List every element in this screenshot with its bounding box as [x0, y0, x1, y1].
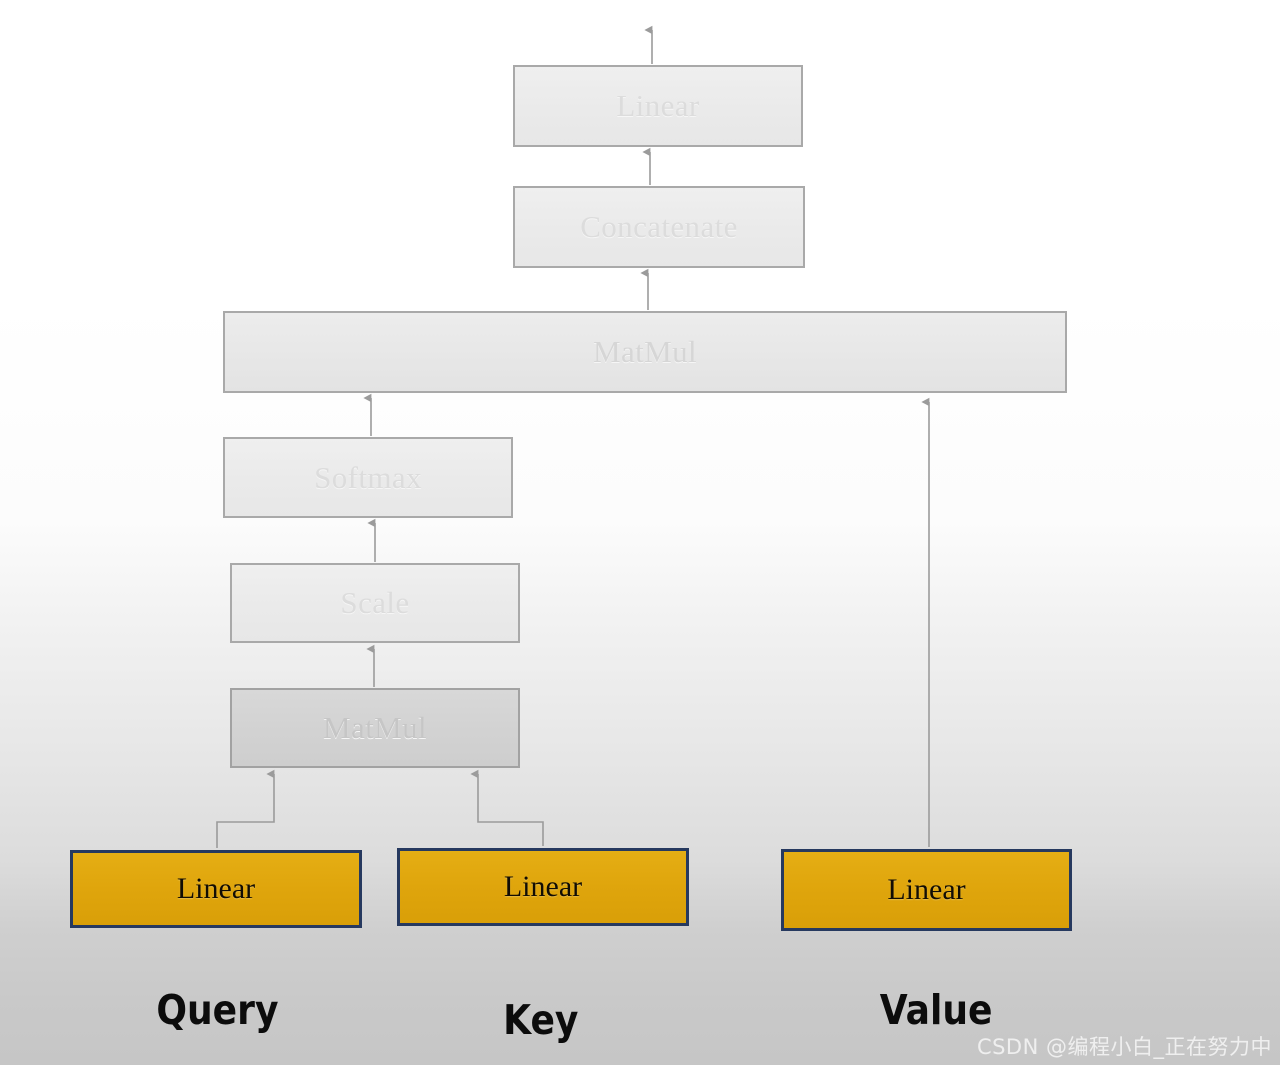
node-label: Scale: [340, 585, 410, 620]
caption-key: Key: [503, 996, 579, 1044]
node-label: Concatenate: [580, 209, 738, 244]
node-label: Softmax: [314, 459, 422, 495]
caption-query: Query: [156, 986, 279, 1034]
arrow-query-to-matmul: [216, 769, 275, 848]
node-matmul-bottom[interactable]: MatMul: [230, 688, 520, 768]
node-label: Linear: [887, 873, 966, 906]
node-label: Linear: [176, 872, 256, 905]
node-scale[interactable]: Scale: [230, 563, 520, 643]
caption-value: Value: [879, 986, 993, 1034]
node-linear-value[interactable]: Linear: [781, 849, 1072, 931]
node-label: MatMul: [322, 710, 427, 745]
csdn-watermark: CSDN @编程小白_正在努力中: [976, 1035, 1272, 1059]
node-linear-key[interactable]: Linear: [397, 848, 689, 926]
node-linear-query[interactable]: Linear: [70, 850, 362, 928]
node-softmax[interactable]: Softmax: [223, 437, 513, 518]
node-concatenate[interactable]: Concatenate: [513, 186, 805, 268]
node-matmul-top[interactable]: MatMul: [223, 311, 1067, 393]
node-linear-output[interactable]: Linear: [513, 65, 803, 147]
node-label: MatMul: [592, 334, 697, 369]
arrow-key-to-matmul: [470, 769, 544, 846]
node-label: Linear: [616, 88, 700, 123]
node-label: Linear: [503, 870, 583, 903]
